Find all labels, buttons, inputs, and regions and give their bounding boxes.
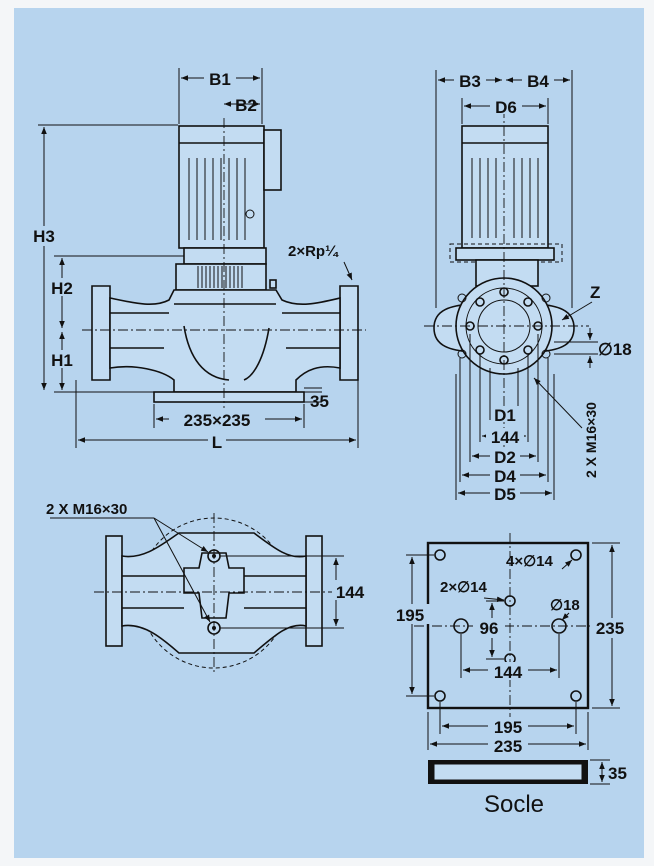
holes-2-label: 2×∅14 [440, 579, 488, 596]
hole-18-label: ∅18 [550, 597, 580, 614]
dim-35-socle-label: 35 [608, 764, 627, 783]
technical-drawing: B1 B2 H3 H2 H1 2×Rp¼ 35 235×235 [28, 68, 632, 818]
top-outlet-flange [305, 535, 323, 647]
screw-icon [245, 209, 255, 219]
dim-b2-label: B2 [235, 96, 257, 115]
pump-casing [109, 289, 341, 393]
dim-144-socle-label: 144 [494, 663, 523, 682]
base-size-label: 235×235 [184, 411, 251, 430]
dim-d6-label: D6 [495, 98, 517, 117]
dim-96-label: 96 [480, 619, 499, 638]
dim-h1-label: H1 [51, 351, 73, 370]
front-view: B3 B4 D6 Z ∅18 2 X M16×30 D1 144 [424, 70, 632, 504]
drawing-sheet: B1 B2 H3 H2 H1 2×Rp¼ 35 235×235 [14, 8, 644, 858]
z-label: Z [590, 283, 600, 302]
motor-flange [183, 247, 267, 265]
side-view: B1 B2 H3 H2 H1 2×Rp¼ 35 235×235 [28, 68, 366, 452]
holes-4-label: 4×∅14 [506, 553, 554, 570]
dim-b1-label: B1 [209, 70, 231, 89]
dim-d4-label: D4 [494, 467, 516, 486]
dim-195-left-label: 195 [396, 606, 424, 625]
terminal-box [263, 129, 282, 191]
dim-d1-label: D1 [494, 406, 516, 425]
motor-flange-front [455, 247, 555, 261]
socle-title: Socle [484, 791, 544, 818]
dim-35-label: 35 [310, 392, 329, 411]
socle-view: 4×∅14 2×∅14 ∅18 195 96 144 235 [390, 533, 630, 818]
hole-dia-label: ∅18 [598, 340, 632, 359]
bolts-label-front: 2 X M16×30 [583, 402, 599, 478]
dim-h3-label: H3 [33, 227, 55, 246]
outlet-flange [339, 285, 359, 381]
top-view: 2 X M16×30 144 [46, 501, 370, 673]
motor-body-front [461, 125, 549, 249]
top-inlet-flange [105, 535, 123, 647]
dim-length-label: L [212, 433, 222, 452]
coupling-guard [175, 263, 267, 291]
dim-235-right-label: 235 [596, 619, 624, 638]
socle-plate [426, 541, 590, 710]
dim-144-top-label: 144 [336, 583, 365, 602]
bolts-label-top: 2 X M16×30 [46, 501, 127, 518]
pump-foot [153, 391, 305, 403]
inlet-flange [91, 285, 111, 381]
dim-235-bottom-label: 235 [494, 737, 522, 756]
dim-195-bottom-label: 195 [494, 718, 522, 737]
dim-d2-label: D2 [494, 448, 516, 467]
connection-label: 2×Rp¼ [288, 243, 339, 260]
top-cross-rib [183, 552, 245, 619]
dim-h2-label: H2 [51, 279, 73, 298]
dim-144-front-label: 144 [491, 428, 520, 447]
dim-b3-label: B3 [459, 72, 481, 91]
motor-fins [188, 158, 246, 240]
dim-d5-label: D5 [494, 485, 516, 504]
dim-b4-label: B4 [527, 72, 549, 91]
socle-corner-holes [434, 549, 582, 702]
